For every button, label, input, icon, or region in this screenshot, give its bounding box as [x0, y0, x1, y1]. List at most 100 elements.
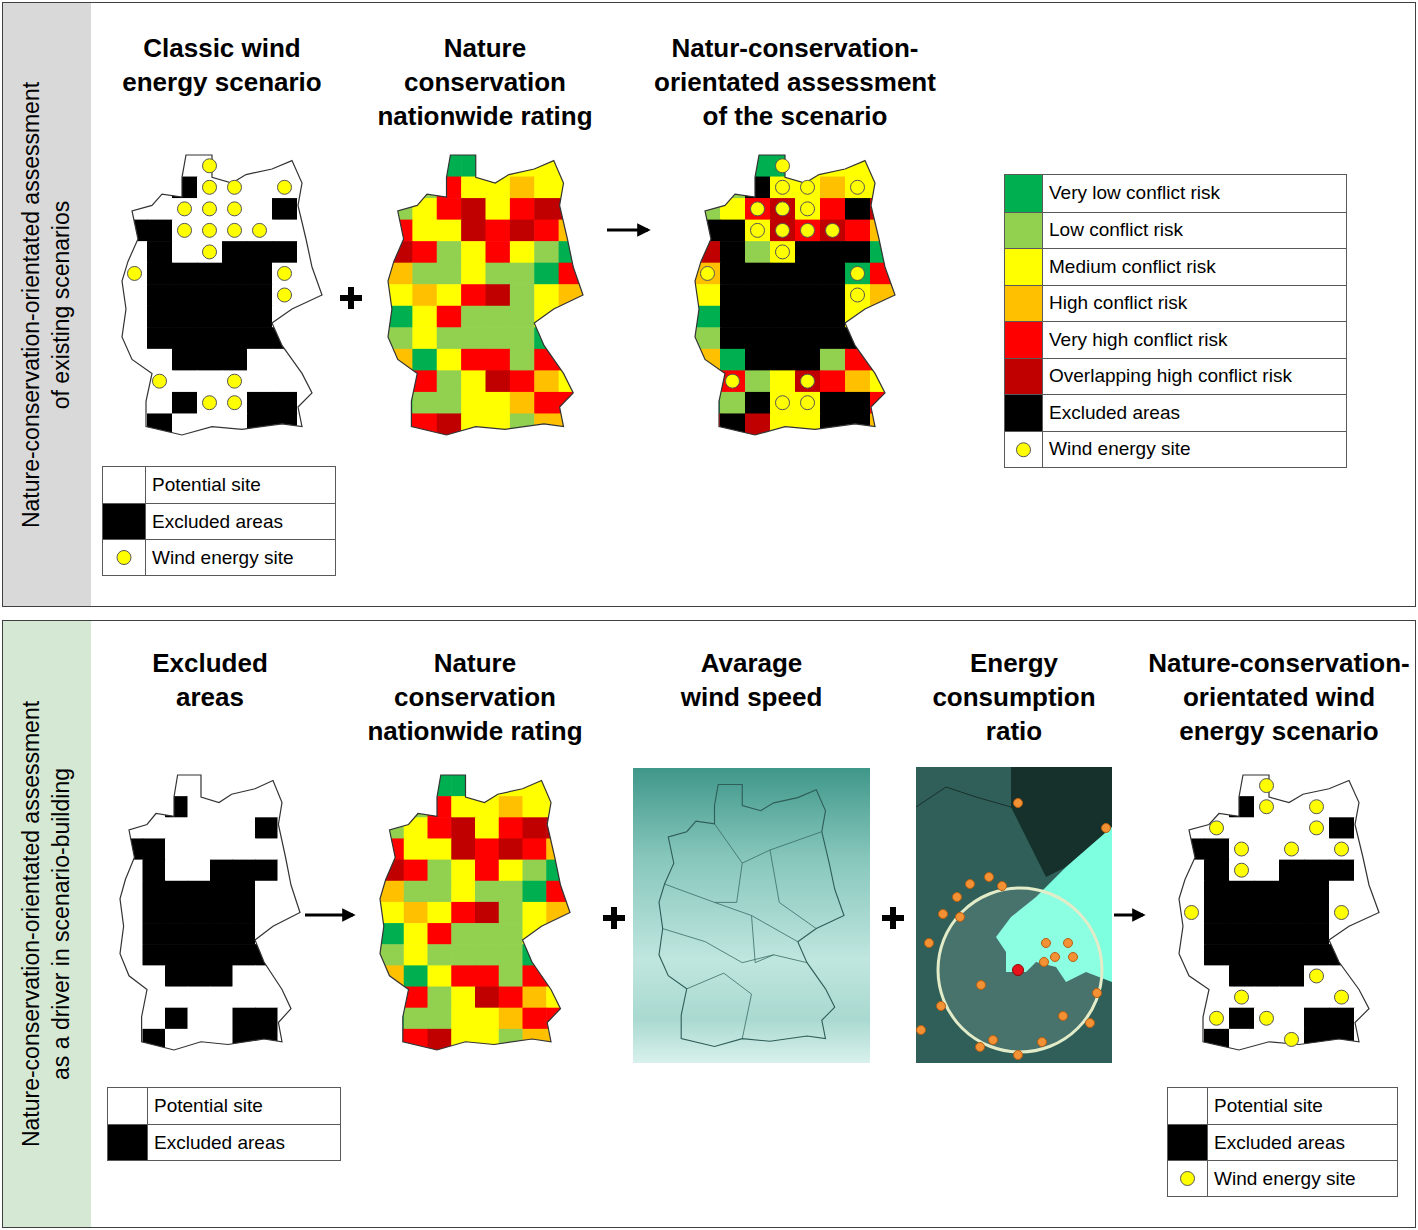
legend-row: Excluded areas [1005, 394, 1346, 431]
consumer-dot [917, 1026, 926, 1035]
map-panel: Natur-conservation-orientated assessment… [650, 32, 940, 439]
legend-swatch [103, 540, 146, 575]
grid-cell [428, 817, 452, 839]
grid-cell [172, 370, 198, 392]
wind-site-symbol [228, 202, 242, 216]
grid-cell [272, 177, 298, 199]
grid-cell [120, 775, 143, 797]
wind-site-symbol [203, 245, 217, 259]
grid-cell [1329, 965, 1355, 987]
grid-cell [143, 923, 166, 945]
grid-cell [380, 796, 404, 818]
grid-cell [197, 370, 223, 392]
grid-cell [278, 1029, 301, 1051]
legend-row: Wind energy site [1005, 431, 1346, 468]
grid-cell [143, 775, 166, 797]
grid-cell [1254, 838, 1280, 860]
grid-cell [451, 944, 475, 966]
grid-cell [499, 1029, 523, 1051]
grid-cell [188, 923, 211, 945]
grid-cell [720, 155, 746, 177]
grid-cell [720, 306, 746, 328]
grid-cell [1229, 860, 1255, 882]
legend-text: Overlapping high conflict risk [1043, 359, 1346, 395]
grid-cell [197, 263, 223, 285]
legend-row: Very high conflict risk [1005, 321, 1346, 358]
grid-cell [247, 413, 273, 435]
grid-cell [247, 177, 273, 199]
wind-site-symbol [1335, 842, 1349, 856]
grid-cell [172, 327, 198, 349]
grid-cell [720, 263, 746, 285]
grid-cell [1204, 1008, 1230, 1030]
grid-cell [795, 220, 821, 242]
grid-cell [745, 177, 771, 199]
grid-cell [388, 177, 413, 199]
grid-cell [222, 284, 248, 306]
consumer-dot [1093, 989, 1102, 998]
grid-cell [233, 987, 256, 1009]
illustration-body [388, 155, 584, 436]
wind-site-symbol [776, 223, 790, 237]
grid-cell [143, 838, 166, 860]
grid-cell [795, 284, 821, 306]
grid-cell [1304, 902, 1330, 924]
grid-cells [388, 155, 584, 436]
grid-cell [428, 987, 452, 1009]
grid-cell [546, 1029, 570, 1051]
grid-cell [534, 177, 559, 199]
legend-row: Excluded areas [108, 1124, 340, 1160]
grid-cell [297, 413, 323, 435]
grid-cell [509, 220, 534, 242]
grid-cell [1354, 944, 1380, 966]
grid-cell [1179, 1008, 1205, 1030]
grid-cell [820, 327, 846, 349]
legend-text: Very high conflict risk [1043, 322, 1346, 358]
grid-cell [222, 370, 248, 392]
grid-cell [388, 392, 413, 414]
country-outline [659, 785, 844, 1047]
grid-cell [461, 349, 486, 371]
grid-cell [380, 881, 404, 903]
grid-cell [210, 965, 233, 987]
legend-row: Low conflict risk [1005, 212, 1346, 249]
state-border [770, 850, 816, 929]
plus-bar [348, 287, 354, 309]
grid-cell [197, 306, 223, 328]
grid-cell [428, 860, 452, 882]
consumer-dot [1102, 824, 1111, 833]
grid-cell [122, 155, 148, 177]
grid-cell [475, 987, 499, 1009]
grid-cell [172, 263, 198, 285]
grid-cell [485, 284, 510, 306]
wind-site-symbol [203, 396, 217, 410]
grid-cell [222, 198, 248, 220]
illustration-body [122, 155, 323, 436]
grid-cell [436, 263, 461, 285]
grid-cell [210, 987, 233, 1009]
consumer-dot [985, 873, 994, 882]
legend-row: Medium conflict risk [1005, 248, 1346, 285]
wind-site-symbol [1310, 800, 1324, 814]
grid-cell [120, 987, 143, 1009]
legend-text: High conflict risk [1043, 286, 1346, 322]
grid-cell [1354, 923, 1380, 945]
grid-cell [795, 306, 821, 328]
legend-row: Very low conflict risk [1005, 175, 1346, 212]
grid-cell [272, 392, 298, 414]
flow-arrow [1114, 914, 1143, 917]
grid-cell [695, 370, 721, 392]
wind-site-symbol [203, 202, 217, 216]
grid-cell [1179, 987, 1205, 1009]
grid-cell [165, 923, 188, 945]
grid-cell [233, 1008, 256, 1030]
grid-cell [147, 220, 173, 242]
grid-cell [795, 370, 821, 392]
grid-cell [210, 902, 233, 924]
grid-cell [745, 349, 771, 371]
grid-cell [165, 1008, 188, 1030]
grid-cell [558, 155, 583, 177]
wind-site-symbol [178, 202, 192, 216]
grid-cell [147, 284, 173, 306]
grid-cell [475, 860, 499, 882]
